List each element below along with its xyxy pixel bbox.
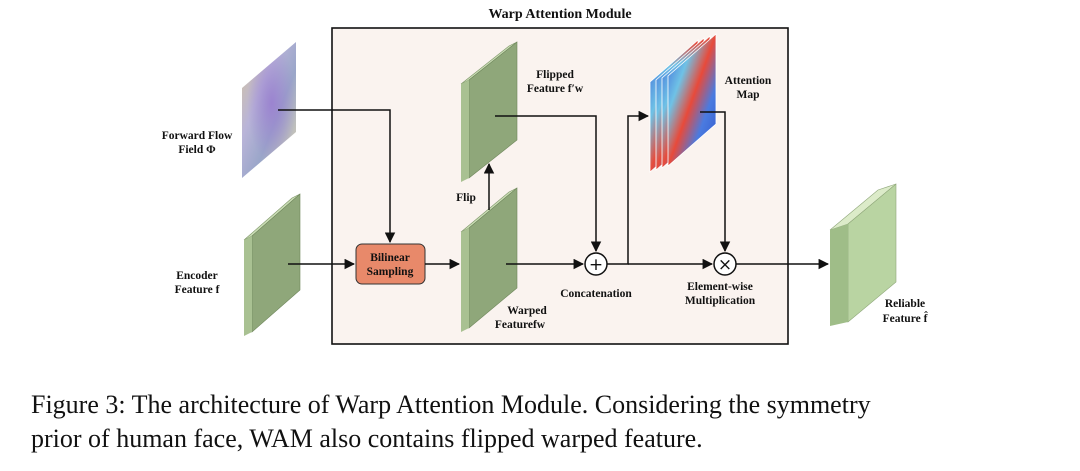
arrow-flow-to-bilinear — [278, 109, 396, 244]
flipped-label-line2: Feature f′w — [527, 83, 584, 95]
reliable-label-line1: Reliable — [885, 298, 925, 310]
reliable-feature-slab — [829, 183, 897, 326]
module-title: Warp Attention Module — [488, 7, 631, 22]
flip-label: Flip — [456, 192, 476, 204]
reliable-label-line2: Feature f̂ — [883, 311, 928, 325]
flow-field-slab — [242, 42, 296, 178]
bilinear-sampling-block — [355, 243, 426, 285]
flow-label-line1: Forward Flow — [162, 130, 233, 142]
bilinear-label-line1: Bilinear — [370, 252, 410, 264]
flow-label-line2: Field Φ — [178, 144, 216, 156]
encoder-label-line1: Encoder — [176, 270, 218, 282]
caption-line2: prior of human face, WAM also contains f… — [31, 424, 703, 453]
connectors — [278, 109, 830, 270]
concatenation-label: Concatenation — [560, 288, 632, 300]
multiplication-label-line2: Multiplication — [685, 295, 756, 307]
attention-label-line1: Attention — [725, 75, 772, 87]
attention-map-stack — [649, 33, 717, 173]
arrow-attention-to-multiply — [700, 111, 731, 253]
arrow-flipped-to-concat — [495, 115, 602, 253]
warped-label-line1: Warped — [507, 305, 547, 317]
caption-line1: Figure 3: The architecture of Warp Atten… — [31, 390, 871, 419]
bilinear-label-line2: Sampling — [367, 266, 414, 278]
concatenation-symbol: + — [589, 255, 603, 275]
encoder-feature-slab — [243, 193, 301, 336]
encoder-label-line2: Feature f — [175, 284, 220, 296]
multiplication-label-line1: Element-wise — [687, 281, 753, 293]
multiplication-symbol: × — [718, 255, 732, 275]
attention-label-line2: Map — [737, 89, 760, 101]
flipped-feature-slab — [460, 41, 518, 182]
warped-label-line2: Featurefw — [495, 319, 546, 331]
arrow-concat-to-attention — [607, 110, 650, 265]
flipped-label-line1: Flipped — [536, 69, 574, 81]
